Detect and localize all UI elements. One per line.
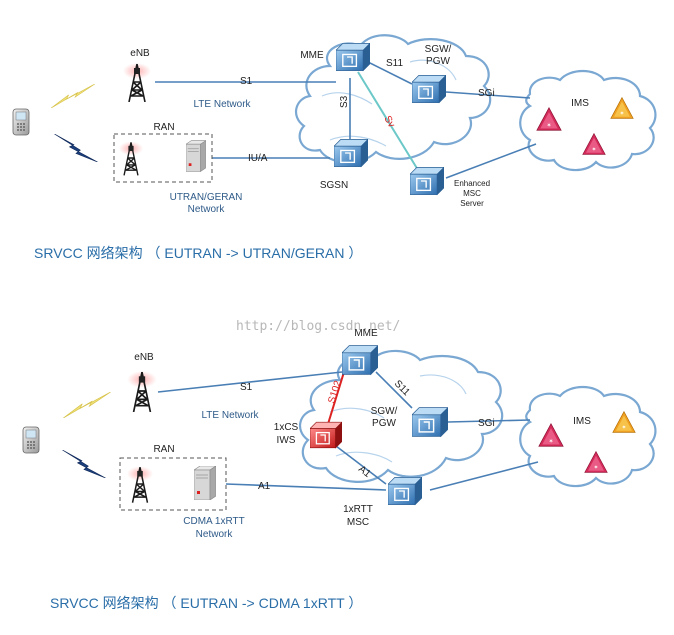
wireless-signal-blue-icon (54, 134, 98, 162)
ran-label: RAN (153, 122, 174, 133)
mobile-phone-icon (12, 108, 30, 136)
caption-2: SRVCC 网络架构 （ EUTRAN -> CDMA 1xRTT ） (50, 595, 362, 611)
s1-label: S1 (240, 76, 253, 87)
sgsn-label: SGSN (320, 180, 348, 191)
mme-label-2: MME (354, 328, 378, 339)
msc-label-line3: Server (460, 199, 484, 208)
wireless-signal-yellow-icon-2 (62, 392, 112, 418)
sgw-pgw-router-icon (412, 74, 446, 104)
mme-router-icon-2 (342, 344, 378, 376)
sgw-pgw-router-icon-2 (412, 406, 448, 438)
enhanced-msc-router-icon (410, 166, 444, 196)
wireless-signal-blue-icon-2 (62, 450, 106, 478)
lte-network-label-2: LTE Network (201, 410, 259, 421)
s102-link (327, 371, 345, 425)
sgi-label: SGi (478, 88, 495, 99)
s11-link (363, 59, 413, 85)
s11-label: S11 (386, 58, 403, 69)
iu-a-label: IU/A (248, 153, 268, 164)
iws-label-line2: IWS (277, 435, 296, 446)
sgw-pgw-label-line2: PGW (426, 56, 450, 67)
msc-label-line1: Enhanced (454, 179, 490, 188)
sgi-link (445, 91, 531, 99)
a1-link-iws (335, 445, 387, 485)
s3-label: S3 (339, 95, 350, 108)
sgsn-router-icon (334, 138, 368, 168)
1xrtt-msc-router-icon (388, 476, 422, 506)
msc-ims-link (445, 143, 537, 179)
sgi-label-2: SGi (478, 418, 495, 429)
sgw-pgw-label-line2-2: PGW (372, 418, 396, 429)
a1-link (225, 483, 387, 491)
enb-label: eNB (130, 48, 150, 59)
iws-router-red-icon (310, 421, 342, 449)
enb-label-2: eNB (134, 352, 154, 363)
caption-1: SRVCC 网络架构 （ EUTRAN -> UTRAN/GERAN ） (34, 245, 362, 261)
sgw-pgw-label-line1: SGW/ (425, 44, 452, 55)
enb-tower-icon-2 (126, 370, 158, 412)
mobile-phone-icon-2 (22, 426, 40, 454)
mme-label: MME (300, 50, 324, 61)
lte-network-label: LTE Network (193, 99, 251, 110)
utran-network-label-line2: Network (188, 204, 226, 215)
ran-dashed-box (113, 133, 213, 183)
sgi-link-2 (447, 419, 531, 423)
msc-ims-link-2 (429, 461, 539, 491)
sgw-pgw-label-line1-2: SGW/ (371, 406, 398, 417)
watermark: http://blog.csdn.net/ (236, 319, 400, 334)
diagram-eutran-to-cdma-1xrtt: eNB S1 LTE Network RAN A1 CDMA 1xRTT Net… (22, 328, 657, 611)
1xrtt-msc-label-line1: 1xRTT (343, 504, 373, 515)
cdma-network-label-line1: CDMA 1xRTT (183, 516, 245, 527)
ims-label: IMS (571, 98, 589, 109)
core-network-cloud-2 (298, 349, 504, 483)
s1-link-2 (157, 371, 343, 393)
ran-label-2: RAN (153, 444, 174, 455)
iws-label-line1: 1xCS (274, 422, 299, 433)
msc-label-line2: MSC (463, 189, 481, 198)
rnc-server-icon (186, 140, 206, 172)
s1-label-2: S1 (240, 382, 253, 393)
sv-link (357, 71, 419, 171)
wireless-signal-yellow-icon (50, 84, 96, 108)
enb-tower-icon (122, 62, 152, 102)
ran-tower-icon-2 (126, 465, 154, 504)
ims-cloud (519, 69, 657, 172)
bsc-server-icon (194, 466, 216, 500)
utran-network-label-line1: UTRAN/GERAN (170, 192, 243, 203)
cdma-network-label-line2: Network (196, 529, 234, 540)
s11-link-2 (375, 371, 413, 409)
diagram-eutran-to-utran-geran: eNB S1 LTE Network RAN IU/A UTRAN/GERAN … (12, 34, 657, 261)
core-network-cloud (294, 34, 492, 164)
mme-router-icon (336, 42, 370, 72)
sv-label: Sv (381, 114, 396, 130)
ims-cloud-2 (519, 385, 657, 488)
a1-label: A1 (258, 481, 271, 492)
1xrtt-msc-label-line2: MSC (347, 517, 369, 528)
ran-tower-icon (118, 140, 144, 176)
ran-dashed-box-2 (119, 457, 227, 511)
ims-label-2: IMS (573, 416, 591, 427)
